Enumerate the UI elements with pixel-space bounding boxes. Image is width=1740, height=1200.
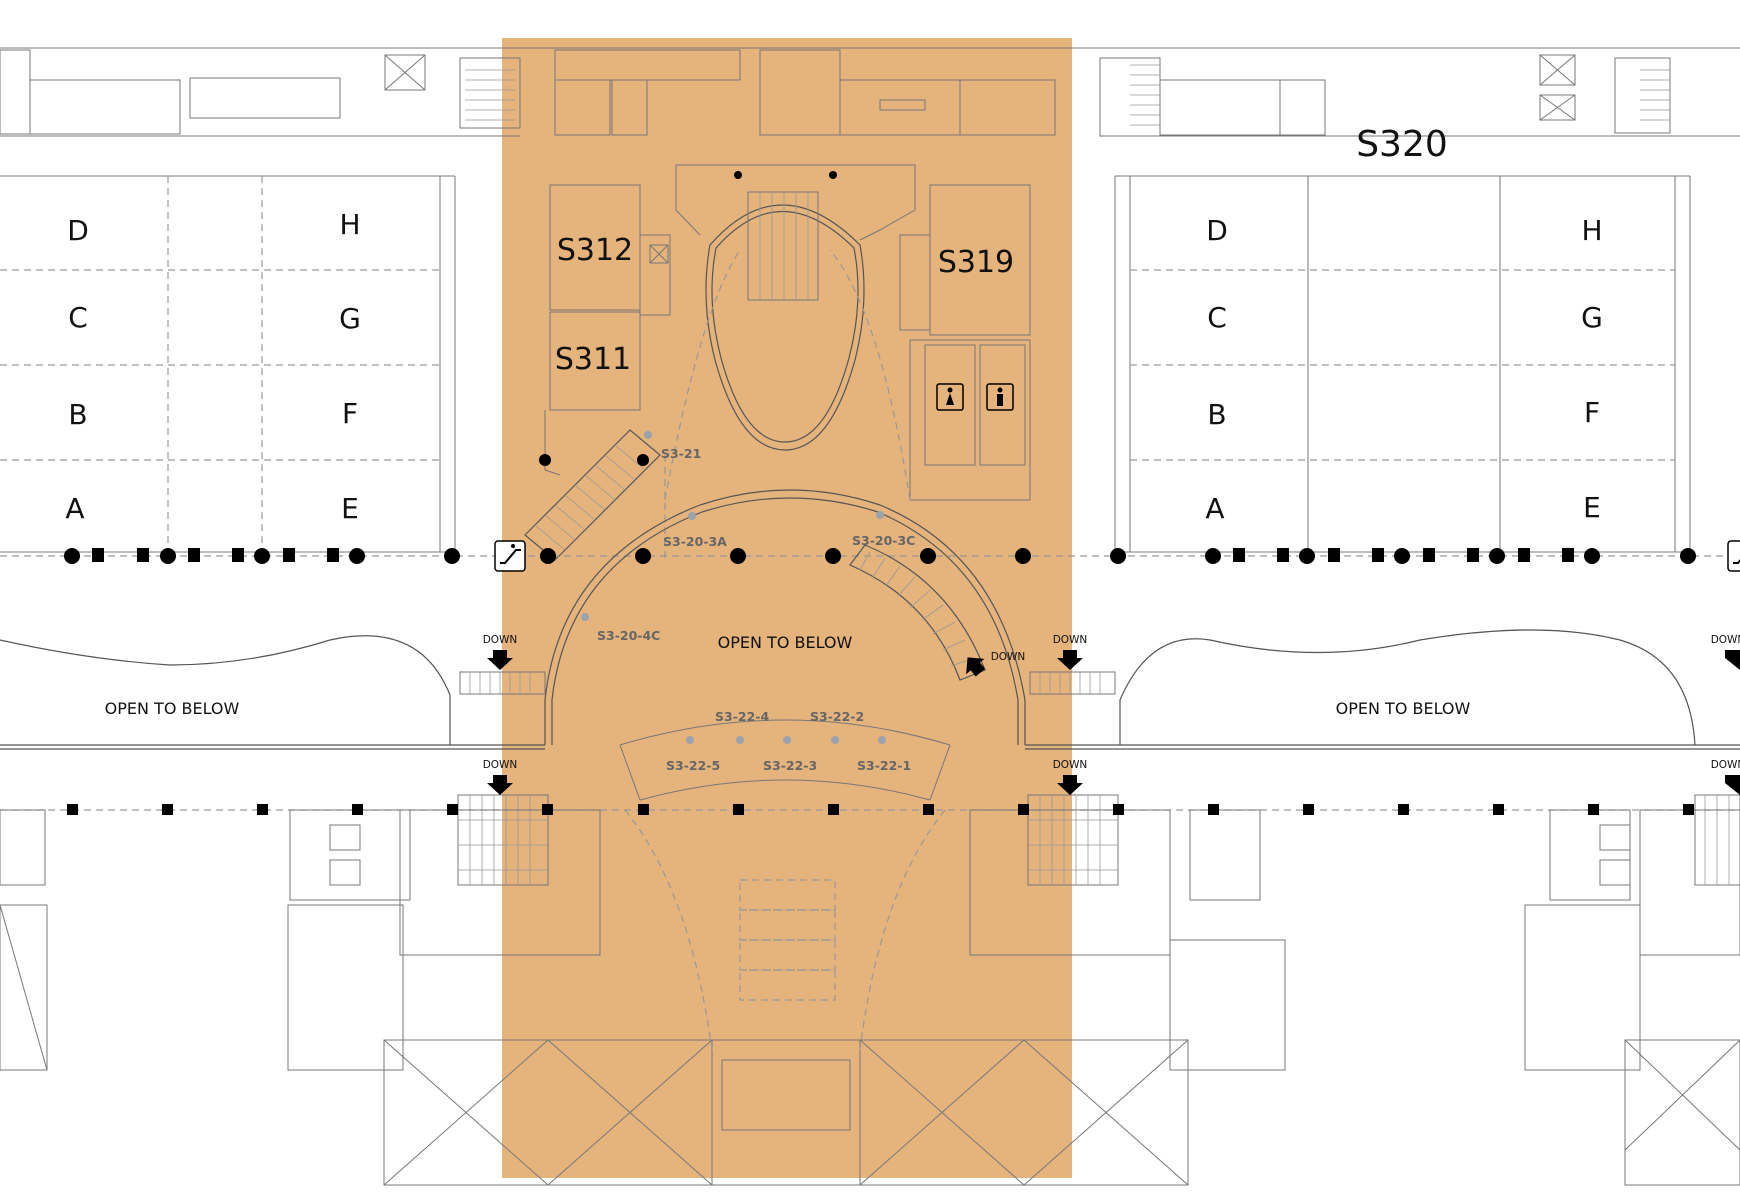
open-to-below-center: OPEN TO BELOW [718, 633, 853, 652]
right-meeting-rooms [1114, 175, 1691, 553]
camera-label-s3-22-3: S3-22-3 [763, 758, 817, 773]
camera-label-s3-20-4c: S3-20-4C [597, 628, 660, 643]
upper-columns [64, 171, 1696, 564]
down-label-upper-left: DOWN [483, 634, 518, 646]
down-label-edge-lower: DOWN [1711, 759, 1740, 771]
bay-a-left: A [65, 492, 84, 525]
bay-f-left: F [342, 397, 358, 430]
right-void [1025, 629, 1740, 750]
lower-structures [0, 809, 1740, 1186]
bay-b-right: B [1207, 398, 1226, 431]
bay-f-right: F [1584, 396, 1600, 429]
camera-label-s3-22-5: S3-22-5 [666, 758, 720, 773]
room-s312-label: S312 [557, 233, 633, 268]
room-s311-label: S311 [555, 342, 631, 377]
camera-label-s3-22-4: S3-22-4 [715, 709, 769, 724]
bay-h-left: H [339, 208, 360, 241]
room-s320-label: S320 [1356, 124, 1448, 165]
top-service-rooms [0, 47, 1740, 137]
camera-label-s3-20-3c: S3-20-3C [852, 533, 915, 548]
bay-c-left: C [68, 301, 88, 334]
camera-label-s3-22-1: S3-22-1 [857, 758, 911, 773]
lower-columns [67, 804, 1694, 815]
bay-g-left: G [339, 302, 361, 335]
left-void [0, 635, 545, 750]
open-to-below-right: OPEN TO BELOW [1336, 699, 1471, 718]
bay-e-left: E [341, 492, 359, 525]
down-label-escalator: DOWN [991, 651, 1026, 663]
open-to-below-left: OPEN TO BELOW [105, 699, 240, 718]
camera-label-s3-21: S3-21 [661, 446, 701, 461]
center-core [544, 164, 1031, 560]
down-label-upper-right: DOWN [1053, 634, 1088, 646]
bay-c-right: C [1207, 301, 1227, 334]
camera-label-s3-20-3a: S3-20-3A [663, 534, 727, 549]
camera-points [581, 431, 886, 744]
escalator-icon [494, 540, 526, 572]
bay-b-left: B [68, 398, 87, 431]
bay-e-right: E [1583, 491, 1601, 524]
highlight-zone [502, 38, 1072, 1178]
bay-h-right: H [1581, 214, 1602, 247]
bay-d-left: D [67, 214, 89, 247]
mens-restroom-icon [986, 383, 1014, 411]
down-label-lower-right: DOWN [1053, 759, 1088, 771]
center-void [544, 489, 1026, 801]
bay-d-right: D [1206, 214, 1228, 247]
camera-label-s3-22-2: S3-22-2 [810, 709, 864, 724]
escalator-icon-right-edge [1727, 540, 1740, 572]
bay-a-right: A [1205, 492, 1224, 525]
womens-restroom-icon [936, 383, 964, 411]
left-meeting-rooms [0, 175, 456, 553]
room-s319-label: S319 [938, 245, 1014, 280]
bay-g-right: G [1581, 301, 1603, 334]
down-label-lower-left: DOWN [483, 759, 518, 771]
down-arrows [487, 650, 1740, 795]
down-label-edge-upper: DOWN [1711, 634, 1740, 646]
